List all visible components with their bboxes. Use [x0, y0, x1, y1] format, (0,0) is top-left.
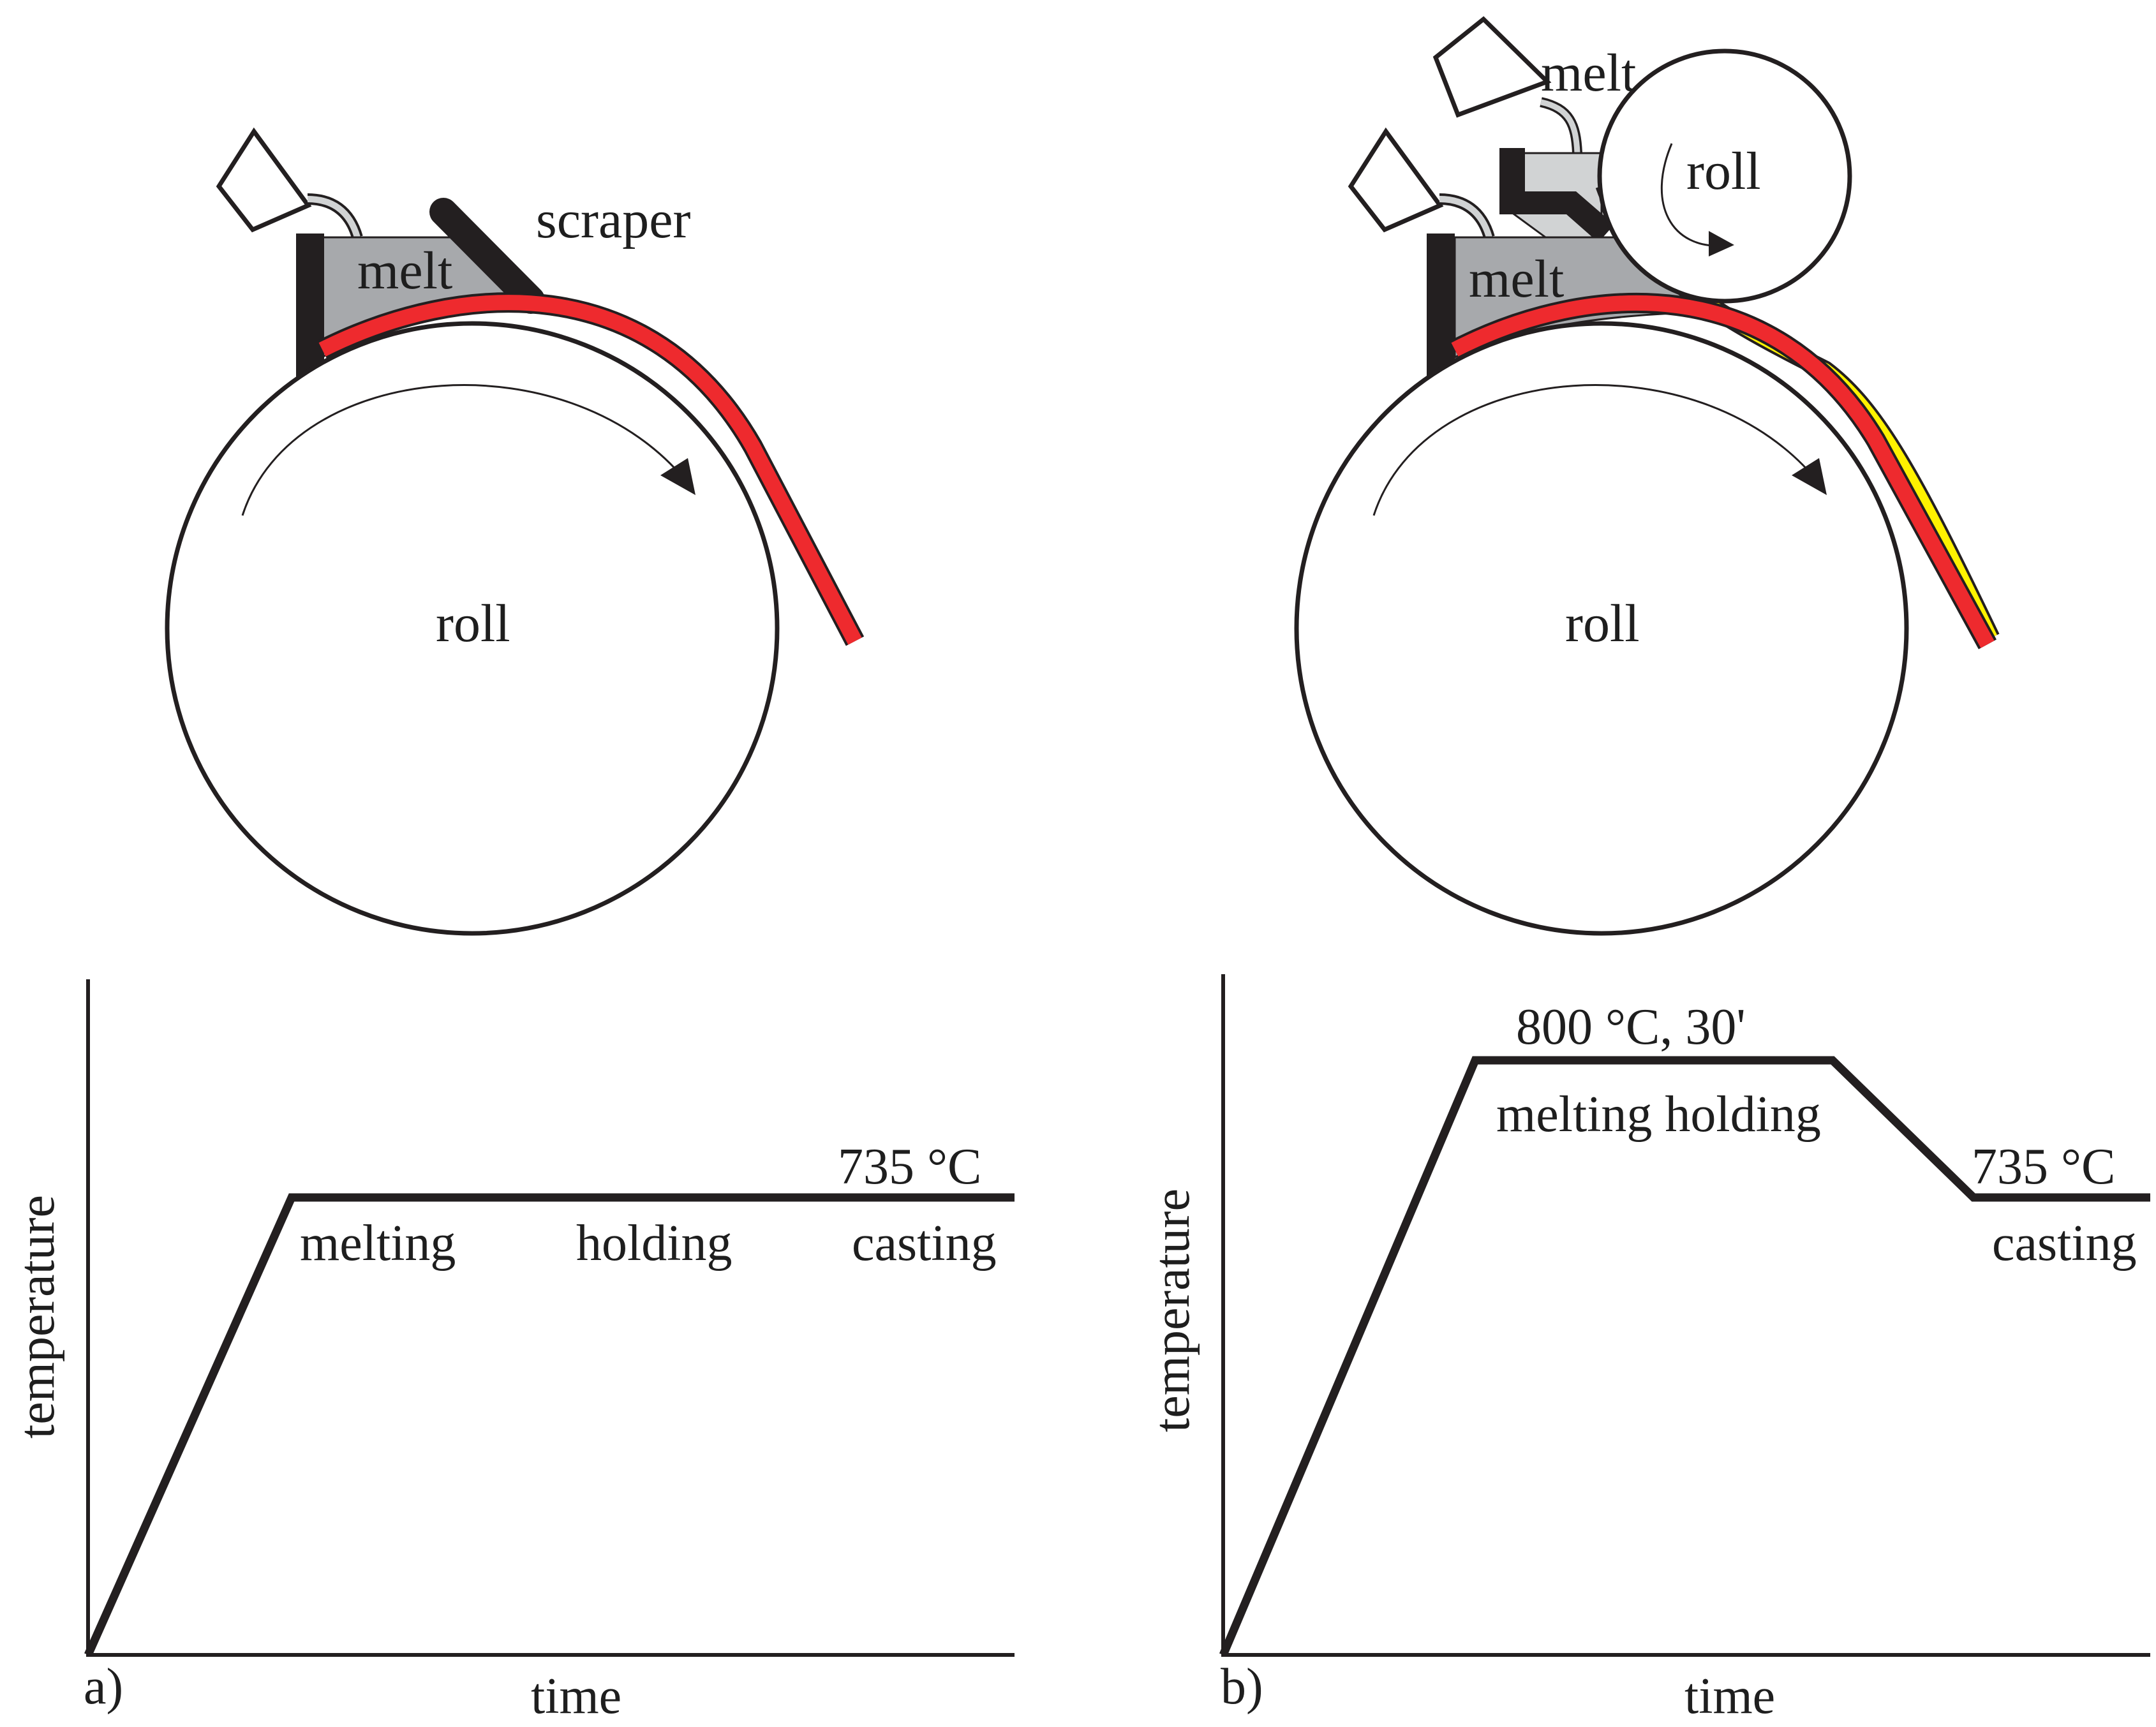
- peak-temperature-label: 800 °C, 30': [1516, 999, 1746, 1055]
- panel-b-diagram: melt melt roll roll: [1294, 16, 2000, 936]
- final-stage-label: casting: [1992, 1215, 2137, 1271]
- upper-rotation-arrow: [1660, 143, 1723, 247]
- upper-pour-stream-fill: [1540, 99, 1580, 154]
- lower-rotation-arrowhead-icon: [1792, 458, 1827, 495]
- scraper-label: scraper: [536, 190, 691, 249]
- upper-rotation-arrowhead-icon: [1709, 231, 1734, 256]
- scraper-blade: [429, 198, 545, 314]
- crucible-icon: [216, 127, 312, 233]
- rotation-arrowhead-icon: [660, 458, 695, 495]
- lower-rotation-arrow: [1372, 384, 1822, 516]
- upper-crucible-icon: [1432, 16, 1552, 118]
- strip-red-b-fill: [1451, 295, 1995, 648]
- upper-roll-circle: [1597, 48, 1852, 304]
- lower-roll-circle: [1294, 321, 1909, 936]
- lower-pour-stream-fill: [1439, 196, 1492, 239]
- melt-label: melt: [357, 241, 452, 300]
- lower-roll-label: roll: [1565, 594, 1640, 653]
- panel-a-graph: 735 °C melting holding casting temperatu…: [9, 979, 1015, 1724]
- temperature-label: 735 °C: [1972, 1139, 2115, 1195]
- x-axis-label: time: [1684, 1668, 1775, 1724]
- stage-label-melting: melting: [300, 1215, 456, 1271]
- roll-circle: [165, 321, 780, 936]
- lower-crucible-icon: [1348, 127, 1444, 233]
- upper-nozzle-wall: [1499, 148, 1614, 242]
- peak-stage-label: melting holding: [1496, 1086, 1821, 1143]
- stage-label-casting: casting: [852, 1215, 997, 1271]
- roll-label: roll: [436, 594, 510, 653]
- temperature-profile-line: [84, 1193, 1015, 1657]
- panel-b-graph: 800 °C, 30' melting holding 735 °C casti…: [1144, 974, 2150, 1724]
- lower-nozzle-wall: [1427, 233, 1455, 379]
- upper-melt-label: melt: [1541, 43, 1636, 103]
- upper-roll-label: roll: [1686, 142, 1761, 201]
- strip-red-fill: [318, 295, 862, 645]
- x-axis-label: time: [531, 1668, 621, 1724]
- panel-a-diagram: melt scraper roll: [165, 127, 865, 936]
- stage-label-holding: holding: [576, 1215, 732, 1271]
- lower-melt-label: melt: [1469, 249, 1564, 309]
- temperature-profile-line: [1219, 1056, 2150, 1657]
- y-axis-label: temperature: [9, 1195, 65, 1439]
- y-axis-label: temperature: [1144, 1189, 1200, 1432]
- temperature-label: 735 °C: [838, 1139, 981, 1195]
- panel-label-a: a): [84, 1659, 123, 1715]
- rotation-arrow: [241, 384, 690, 516]
- panel-label-b: b): [1221, 1659, 1263, 1715]
- pour-stream-fill: [307, 196, 361, 239]
- nozzle-wall: [296, 233, 324, 379]
